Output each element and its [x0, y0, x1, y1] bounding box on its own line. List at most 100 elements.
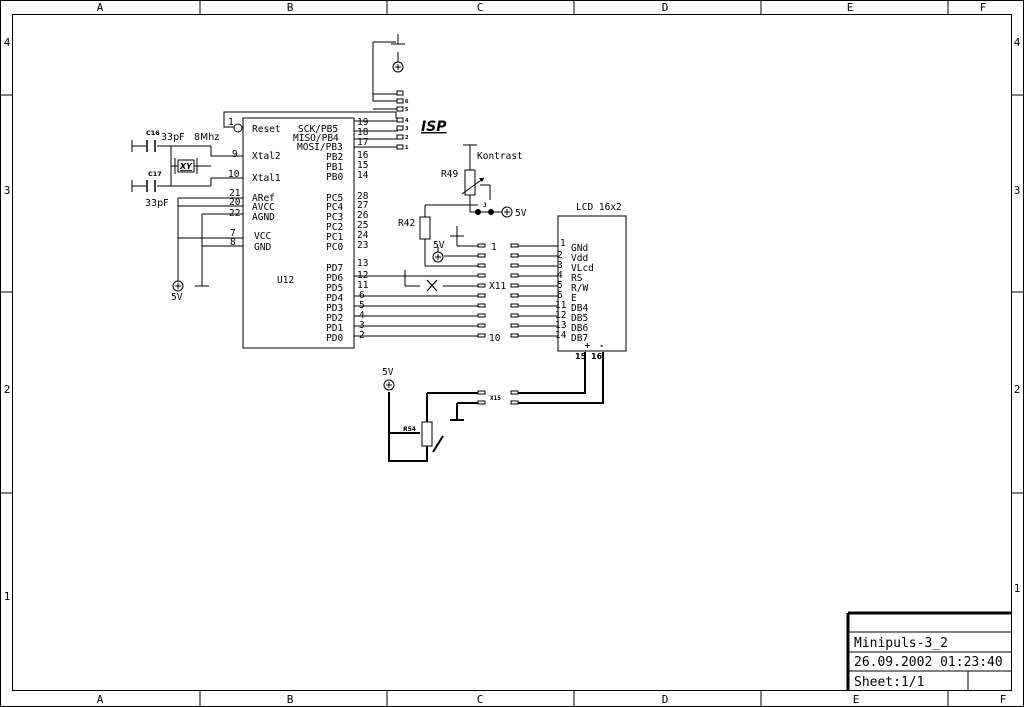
mcu-right-pin-num: 23 [357, 240, 368, 251]
mcu-right-pin-label: PC0 [326, 242, 343, 253]
lcd-title: LCD 16x2 [576, 202, 622, 213]
connector-x15 [477, 390, 519, 405]
mcu-left-pin-label: Xtal2 [252, 151, 281, 162]
lcd-pin-num: 3 [557, 260, 563, 271]
row-label-right: 4 [1014, 36, 1021, 49]
mcu-left-pin-num: 9 [232, 149, 238, 160]
c16-ref: C16 [146, 129, 160, 137]
lcd-backlight-pin: 15 [575, 352, 587, 361]
r42-ref: R42 [398, 218, 415, 229]
mcu-right-pin-num: 2 [359, 330, 365, 341]
crystal-labels: C16 33pF 8Mhz C17 33pF XY [145, 129, 219, 209]
resistor-r49 [461, 169, 485, 196]
col-label-bottom: E [853, 693, 860, 706]
mcu-ref: U12 [277, 275, 294, 286]
mcu-right-numbers: 19 18 17 16 15 14 28 27 26 25 24 23 13 1… [357, 117, 369, 341]
connector-x11 [477, 243, 519, 338]
col-label-top: C [477, 1, 484, 14]
mcu-right-pin-num: 25 [357, 220, 368, 231]
r49-ref: R49 [441, 169, 458, 180]
mcu-right-pin-label: PD1 [326, 323, 343, 334]
mcu-reset-label: Reset [252, 124, 281, 135]
lcd-pin-num: 1 [560, 238, 566, 249]
mcu-right-pin-label: MOSI/PB3 [297, 142, 343, 153]
col-label-bottom: C [477, 693, 484, 706]
power-plus-icons [175, 64, 510, 388]
lcd-backlight-pin: 16 [591, 352, 603, 361]
x15-ref: X15 [490, 395, 501, 402]
mcu-right-pin-num: 3 [359, 320, 365, 331]
lcd-pin-num: 5 [557, 280, 563, 291]
col-label-top: D [662, 1, 669, 14]
mcu-right-pin-label: PB2 [326, 152, 343, 163]
mcu-right-pin-num: 12 [357, 270, 368, 281]
no-connect-mark [426, 279, 438, 292]
lcd-pin-num: 11 [555, 300, 567, 311]
lcd-pin-label: R/W [571, 283, 588, 294]
col-label-top: F [980, 1, 987, 14]
mcu-left-pin-num: 22 [229, 208, 240, 219]
backlight-wires [388, 352, 604, 462]
lcd-pin-label: E [571, 293, 577, 304]
mcu-right-pin-label: PD0 [326, 333, 343, 344]
power-label-5v: 5V [382, 367, 394, 378]
mcu-left-pin-label: ARef [252, 193, 275, 204]
part-labels: Kontrast R49 R42 J R54 5V 5V 5V 5V [171, 151, 527, 433]
col-label-bottom: B [287, 693, 294, 706]
mcu-right-labels: SCK/PB5 MISO/PB4 MOSI/PB3 PB2 PB1 PB0 PC… [293, 124, 343, 344]
mcu-left-pin-num: 10 [228, 169, 240, 180]
row-label-left: 2 [4, 383, 11, 396]
lcd-backlight-labels: + - 15 16 [575, 341, 603, 361]
mcu-right-pin-num: 16 [357, 150, 369, 161]
mcu-right-pin-label: PD7 [326, 263, 343, 274]
jumper-j [475, 209, 494, 215]
col-label-top: B [287, 1, 294, 14]
lcd-pin-num: 2 [557, 250, 563, 261]
isp-title: ISP [421, 119, 447, 135]
mcu-right-pin-label: PD6 [326, 273, 343, 284]
isp-header [396, 90, 404, 150]
lcd-pin-num: 14 [555, 330, 567, 341]
frame-labels: A B C D E F A B C D E F 4 3 2 1 4 3 2 1 [4, 1, 1021, 706]
power-label-5v: 5V [515, 208, 527, 219]
x11-ref: X11 [489, 281, 506, 292]
row-label-left: 3 [4, 184, 11, 197]
c16-value: 33pF [161, 132, 185, 143]
mcu-right-pin-num: 15 [357, 160, 368, 171]
row-label-left: 1 [4, 590, 11, 603]
kontrast-label: Kontrast [477, 151, 523, 162]
row-label-right: 2 [1014, 383, 1021, 396]
lcd-pin-label: VLcd [571, 263, 594, 274]
mcu-right-pin-label: PD4 [326, 293, 343, 304]
connector-labels: 1 X11 10 X15 [489, 242, 506, 402]
title-block-title: Minipuls-3_2 [854, 636, 948, 651]
lcd-module [557, 215, 627, 352]
c17-ref: C17 [148, 170, 162, 178]
mcu-right-pin-label: PD2 [326, 313, 343, 324]
mcu-right-pin-num: 27 [357, 200, 368, 211]
isp-pin-number: 3 [405, 126, 409, 132]
col-label-bottom: A [97, 693, 104, 706]
lcd-pin-label: Vdd [571, 253, 588, 264]
col-label-top: E [847, 1, 854, 14]
power-label-5v: 5V [171, 292, 183, 303]
title-block-date: 26.09.2002 01:23:40 [854, 655, 1003, 670]
lcd-pin-label: RS [571, 273, 583, 284]
crystal-label: XY [179, 162, 193, 171]
mcu-right-pin-num: 14 [357, 170, 369, 181]
crystal-frequency: 8Mhz [194, 132, 219, 143]
mcu-right-pin-label: SCK/PB5 [298, 124, 338, 135]
mcu-right-pin-num: 11 [357, 280, 369, 291]
c17-value: 33pF [145, 198, 169, 209]
isp-pin-number: 1 [405, 145, 409, 151]
title-block: Minipuls-3_2 26.09.2002 01:23:40 Sheet:1… [846, 611, 1012, 691]
mcu-right-pin-num: 6 [359, 290, 365, 301]
lcd-pin-num: 6 [557, 290, 563, 301]
capacitor-c17 [146, 180, 156, 192]
mcu-right-pin-num: 13 [357, 258, 368, 269]
title-block-sheet: Sheet:1/1 [854, 675, 924, 690]
mcu-right-pin-num: 4 [359, 310, 365, 321]
isp-pin-number: 6 [405, 99, 409, 105]
